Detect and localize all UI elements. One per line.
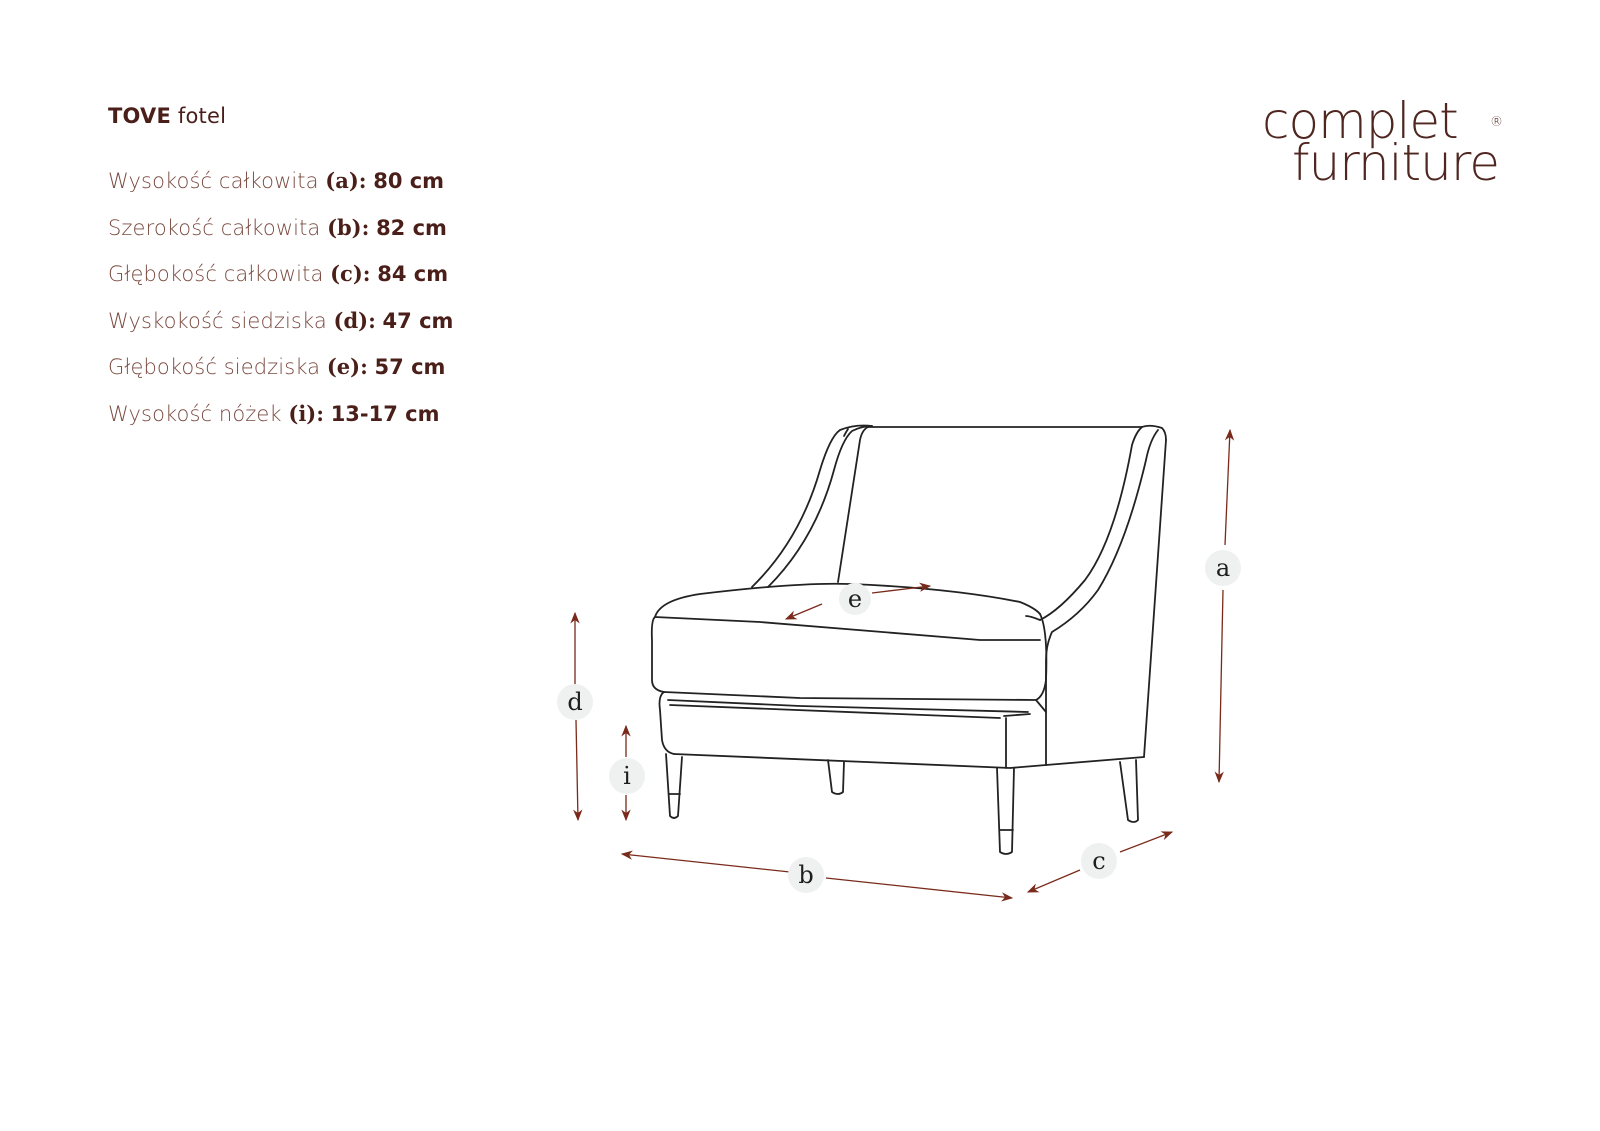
logo-line-1: complet bbox=[1262, 92, 1459, 150]
spec-value: 13-17 cm bbox=[330, 401, 440, 426]
spec-key: (i): bbox=[288, 400, 324, 426]
spec-key: (c): bbox=[330, 261, 371, 286]
arrow-a-bottom bbox=[1214, 589, 1224, 784]
spec-key: (e): bbox=[326, 354, 368, 379]
spec-key: (a): bbox=[325, 168, 367, 193]
arrow-c-left bbox=[1026, 869, 1081, 893]
svg-text:c: c bbox=[1092, 847, 1105, 875]
spec-total-depth: Głębokość całkowita (c): 84 cm bbox=[108, 257, 453, 304]
dimension-spec-list: Wysokość całkowita (a): 80 cm Szerokość … bbox=[108, 164, 453, 443]
logo-line-2: furniture bbox=[1292, 134, 1500, 192]
svg-text:e: e bbox=[848, 585, 862, 613]
dimension-badges: a b c d e i bbox=[557, 550, 1241, 893]
spec-total-height: Wysokość całkowita (a): 80 cm bbox=[108, 164, 453, 211]
spec-leg-height: Wysokość nóżek (i): 13-17 cm bbox=[108, 397, 453, 444]
spec-value: 84 cm bbox=[377, 262, 449, 286]
spec-total-width: Szerokość całkowita (b): 82 cm bbox=[108, 211, 453, 258]
spec-value: 57 cm bbox=[374, 355, 446, 379]
badge-i: i bbox=[609, 758, 645, 794]
armchair-outline bbox=[650, 424, 1167, 855]
spec-seat-depth: Głębokość siedziska (e): 57 cm bbox=[108, 350, 453, 397]
svg-text:d: d bbox=[567, 688, 582, 716]
product-name: TOVE bbox=[108, 104, 172, 128]
brand-logo: complet furniture ® bbox=[1262, 92, 1503, 192]
svg-text:i: i bbox=[623, 762, 631, 790]
badge-a: a bbox=[1205, 550, 1241, 586]
arrow-e-left bbox=[784, 603, 823, 620]
spec-label: Szerokość całkowita bbox=[108, 215, 321, 240]
spec-label: Głębokość siedziska bbox=[108, 355, 321, 379]
svg-text:b: b bbox=[798, 861, 813, 889]
arrow-e-right bbox=[871, 582, 932, 594]
spec-key: (b): bbox=[327, 214, 370, 240]
badge-b: b bbox=[788, 857, 824, 893]
arrow-a-top bbox=[1224, 428, 1235, 546]
arrow-c-right bbox=[1119, 831, 1174, 853]
spec-value: 82 cm bbox=[376, 215, 447, 240]
badge-d: d bbox=[557, 684, 593, 720]
product-type: fotel bbox=[177, 104, 227, 128]
arrow-b-left bbox=[620, 850, 791, 873]
dimension-arrows bbox=[570, 428, 1235, 902]
svg-text:a: a bbox=[1216, 554, 1230, 582]
registered-mark-icon: ® bbox=[1490, 115, 1503, 130]
badge-c: c bbox=[1081, 843, 1117, 879]
spec-key: (d): bbox=[333, 307, 376, 333]
spec-value: 47 cm bbox=[382, 308, 454, 333]
badge-e: e bbox=[839, 583, 871, 615]
spec-label: Wyskokość siedziska bbox=[108, 308, 327, 333]
spec-seat-height: Wyskokość siedziska (d): 47 cm bbox=[108, 304, 453, 351]
spec-label: Głębokość całkowita bbox=[108, 262, 324, 286]
spec-label: Wysokość nóżek bbox=[108, 401, 282, 426]
spec-label: Wysokość całkowita bbox=[108, 169, 319, 193]
spec-value: 80 cm bbox=[373, 169, 445, 193]
arrow-d-bottom bbox=[573, 719, 583, 822]
arrow-b-right bbox=[825, 877, 1014, 902]
product-title: TOVE fotel bbox=[108, 104, 226, 128]
